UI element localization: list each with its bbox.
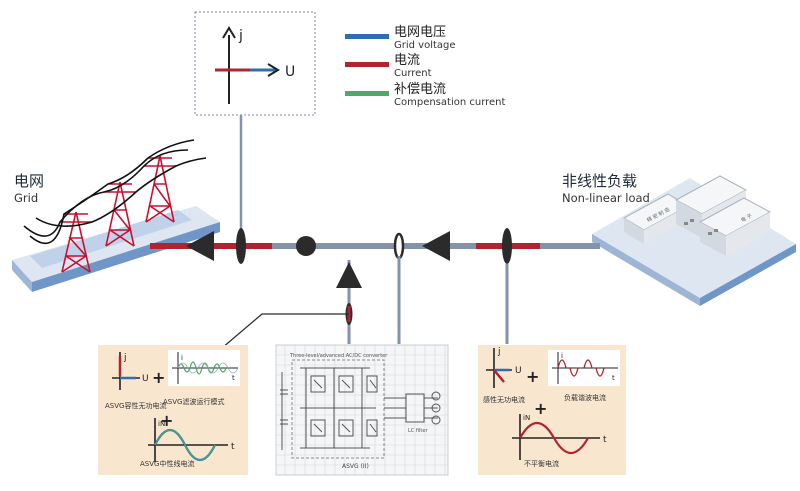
harmonic-caption: 负载谐波电流 bbox=[564, 393, 606, 402]
legend-item-voltage: 电网电压 Grid voltage bbox=[345, 25, 456, 52]
power-cables bbox=[23, 139, 207, 245]
legend-item-current: 电流 Current bbox=[345, 53, 432, 80]
right-in-label: iN bbox=[523, 414, 530, 422]
converter-panel: Three-level/advanced AC/DC converter LC … bbox=[275, 344, 449, 476]
load-ct bbox=[502, 228, 512, 264]
left-j-label: j bbox=[123, 353, 127, 363]
unbalance-caption: 不平衡电流 bbox=[524, 459, 559, 468]
ct-leader-line bbox=[221, 313, 349, 349]
inset-j-label: j bbox=[238, 28, 243, 44]
sense-ring bbox=[393, 232, 405, 260]
flow-arrow-right bbox=[422, 231, 450, 261]
left-u-label: U bbox=[142, 374, 149, 384]
left-in-label: iN bbox=[158, 420, 165, 428]
main-bus bbox=[150, 228, 600, 264]
grid-ct bbox=[236, 228, 246, 264]
right-plus-1: + bbox=[526, 367, 539, 386]
legend-label-en: Compensation current bbox=[394, 97, 506, 109]
dc-link-capacitors bbox=[280, 372, 288, 450]
load-label: 非线性负载 Non-linear load bbox=[562, 170, 650, 205]
filter-mode-caption: ASVG滤波运行模式 bbox=[163, 397, 224, 406]
ac-sources bbox=[431, 391, 441, 425]
right-t-label-top: t bbox=[612, 374, 615, 382]
legend-item-compensation: 补偿电流 Compensation current bbox=[345, 82, 506, 109]
neutral-caption: ASVG中性线电流 bbox=[140, 459, 194, 468]
load-label-zh: 非线性负载 bbox=[562, 172, 638, 190]
left-wave-panel: j U + i t ASVG容性无功电流 ASVG滤波运行模式 + iN t A… bbox=[98, 345, 248, 475]
injection-arrow bbox=[336, 262, 362, 288]
lc-filter-label: LC filter bbox=[408, 428, 428, 434]
left-t-label: t bbox=[231, 442, 235, 452]
legend-swatch-voltage bbox=[345, 34, 389, 39]
vector-inset: j U bbox=[194, 11, 316, 116]
right-wave-panel: j U + i t 感性无功电流 负载谐波电流 + iN t 不平衡电流 bbox=[478, 345, 626, 475]
legend-label-en: Current bbox=[394, 68, 432, 80]
legend-label-zh: 电网电压 bbox=[394, 25, 447, 40]
pcc-node bbox=[296, 236, 316, 256]
legend-label-zh: 电流 bbox=[394, 53, 421, 68]
right-plus-2: + bbox=[534, 399, 547, 418]
right-j-label: j bbox=[497, 347, 501, 357]
grid-label-zh: 电网 bbox=[14, 172, 45, 190]
left-i-label: i bbox=[181, 354, 183, 362]
flow-arrow-left bbox=[186, 231, 214, 261]
legend-swatch-current bbox=[345, 62, 389, 67]
load-label-en: Non-linear load bbox=[562, 191, 650, 205]
igbt-bridge bbox=[300, 367, 378, 449]
converter-title: Three-level/advanced AC/DC converter bbox=[289, 353, 388, 359]
left-harmonic-wave bbox=[177, 361, 227, 375]
legend-label-en: Grid voltage bbox=[394, 40, 456, 52]
grid-platform bbox=[12, 139, 220, 292]
load-platform: 精 密 制 造 电 子 bbox=[592, 175, 796, 306]
left-plus-1: + bbox=[152, 368, 165, 387]
ind-reactive-caption: 感性无功电流 bbox=[483, 395, 525, 404]
cap-reactive-caption: ASVG容性无功电流 bbox=[105, 401, 166, 410]
right-harmonic-wave bbox=[557, 359, 605, 377]
left-plus-2: + bbox=[160, 411, 173, 430]
legend-swatch-compensation bbox=[345, 91, 389, 96]
converter-caption: ASVG (II) bbox=[342, 463, 369, 470]
grid-label-en: Grid bbox=[14, 191, 39, 205]
right-i-label: i bbox=[561, 352, 563, 360]
injection-branch bbox=[221, 256, 509, 349]
legend-label-zh: 补偿电流 bbox=[394, 82, 447, 97]
grid-label: 电网 Grid bbox=[14, 170, 44, 205]
right-t-label: t bbox=[603, 435, 607, 445]
lc-filter bbox=[384, 393, 438, 423]
inset-u-label: U bbox=[285, 64, 295, 80]
right-u-label: U bbox=[515, 366, 522, 376]
right-unbalance-wave bbox=[519, 421, 589, 455]
building-sign-2: 电 子 bbox=[740, 212, 754, 224]
left-t-label-top: t bbox=[232, 374, 235, 382]
